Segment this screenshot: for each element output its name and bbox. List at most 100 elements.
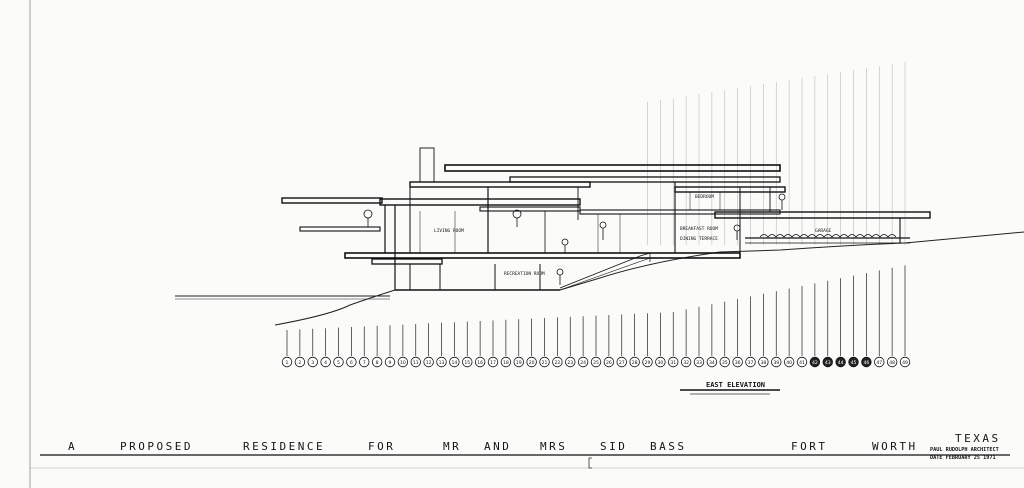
column-number: 10 <box>400 360 406 366</box>
column-marker <box>822 356 833 368</box>
column-marker <box>513 356 524 368</box>
bracket-mark <box>588 457 592 469</box>
column-marker <box>861 356 872 368</box>
column-marker <box>680 356 692 368</box>
room-labels: LIVING ROOM RECREATION ROOM BEDROOM GARA… <box>434 194 832 277</box>
column-number: 12 <box>426 360 432 366</box>
column-number: 41 <box>799 360 805 366</box>
architect-name: PAUL RUDOLPH ARCHITECT <box>930 447 999 453</box>
column-marker <box>642 356 653 368</box>
column-marker <box>320 356 331 368</box>
title-word: PROPOSED <box>120 440 193 453</box>
column-marker <box>693 356 705 368</box>
column-number: 47 <box>876 360 882 366</box>
column-number: 36 <box>735 360 741 366</box>
column-marker <box>835 356 846 368</box>
title-word: MRS <box>540 440 567 453</box>
column-number: 9 <box>389 360 392 366</box>
column-marker <box>706 356 718 368</box>
title-word: SID <box>600 440 627 453</box>
column-number: 35 <box>722 360 728 366</box>
column-marker <box>796 356 808 368</box>
room-label-garage: GARAGE <box>815 228 832 234</box>
view-title: EAST ELEVATION <box>706 381 765 389</box>
column-marker <box>539 356 550 368</box>
column-number: 14 <box>451 360 457 366</box>
column-marker <box>848 356 859 368</box>
grid-column-lines <box>286 265 906 356</box>
column-number: 30 <box>657 360 663 366</box>
column-marker <box>745 356 756 368</box>
column-marker <box>307 356 318 368</box>
column-marker <box>899 356 911 368</box>
column-marker <box>565 356 576 368</box>
column-number: 1 <box>286 360 289 366</box>
room-label-bedroom: BEDROOM <box>695 194 714 200</box>
column-marker <box>809 356 821 368</box>
column-marker <box>462 356 473 368</box>
room-label-living: LIVING ROOM <box>434 228 464 234</box>
column-number: 4 <box>324 360 327 366</box>
column-marker <box>577 356 589 368</box>
title-word: A <box>68 440 77 453</box>
column-number: 39 <box>773 360 779 366</box>
column-marker <box>410 356 421 368</box>
column-marker <box>487 356 499 368</box>
title-word: RESIDENCE <box>243 440 325 453</box>
column-marker <box>603 356 615 368</box>
column-number: 25 <box>593 360 599 366</box>
column-marker <box>886 356 898 368</box>
column-marker <box>371 356 383 368</box>
column-marker <box>668 356 679 368</box>
title-word: WORTH <box>872 440 918 453</box>
title-word: FOR <box>368 440 395 453</box>
column-number: 18 <box>503 360 509 366</box>
column-marker <box>655 356 666 368</box>
column-number: 28 <box>632 360 638 366</box>
column-number: 2 <box>298 360 301 366</box>
column-marker <box>436 356 447 368</box>
column-number: 22 <box>554 360 560 366</box>
column-number: 6 <box>350 360 353 366</box>
column-number: 27 <box>619 360 625 366</box>
column-number: 43 <box>825 360 831 366</box>
title-word: FORT <box>791 440 828 453</box>
title-word: BASS <box>650 440 687 453</box>
column-number: 46 <box>863 360 869 366</box>
room-label-dining-terrace: DINING TERRACE <box>680 236 718 242</box>
terrain <box>175 231 1024 326</box>
column-marker <box>359 356 370 368</box>
column-number: 24 <box>580 360 586 366</box>
column-marker <box>552 356 563 368</box>
column-marker <box>333 356 344 368</box>
column-number: 33 <box>696 360 702 366</box>
column-number: 20 <box>529 360 535 366</box>
column-number: 26 <box>606 360 612 366</box>
column-marker <box>719 356 730 368</box>
column-number: 5 <box>337 360 340 366</box>
column-number: 44 <box>838 360 844 366</box>
column-number: 15 <box>464 360 470 366</box>
column-number: 8 <box>376 360 379 366</box>
column-marker <box>783 356 795 368</box>
column-marker <box>500 356 512 368</box>
column-marker <box>874 356 885 368</box>
room-label-recreation: RECREATION ROOM <box>504 271 545 277</box>
column-number: 42 <box>812 360 818 366</box>
building-elevation <box>281 147 931 291</box>
column-marker <box>526 356 537 368</box>
column-number: 3 <box>311 360 314 366</box>
title-word: MR <box>443 440 461 453</box>
column-number: 48 <box>889 360 895 366</box>
column-marker <box>590 356 602 368</box>
column-number: 11 <box>413 360 419 366</box>
column-number: 40 <box>786 360 792 366</box>
column-marker <box>294 356 306 368</box>
title-block: A PROPOSED RESIDENCE FOR MR AND MRS SID … <box>68 432 998 453</box>
column-number: 16 <box>477 360 483 366</box>
column-number: 23 <box>567 360 573 366</box>
column-number: 29 <box>645 360 651 366</box>
